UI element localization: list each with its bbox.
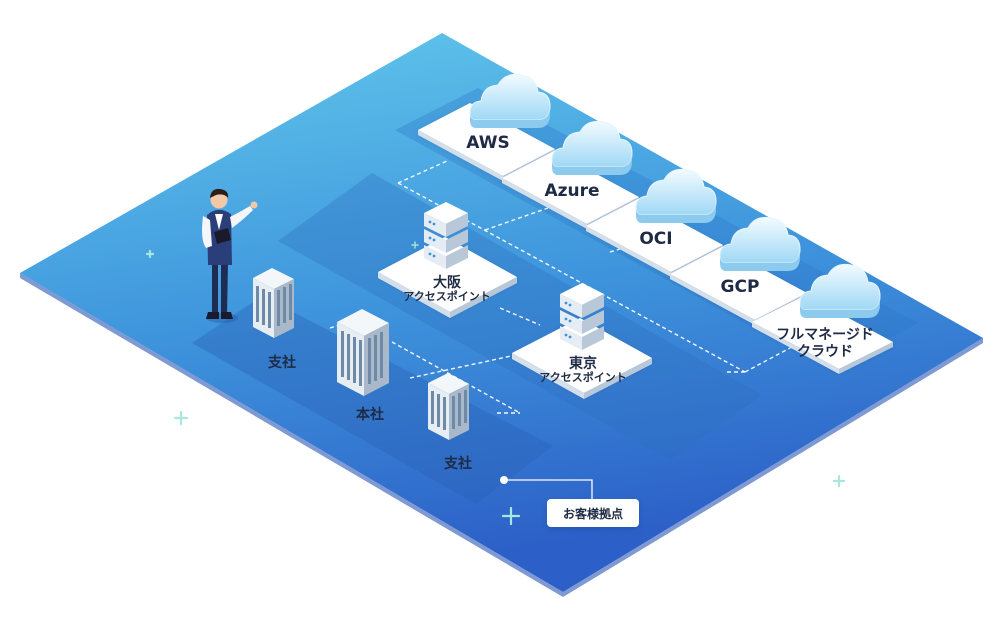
building-branch-right: 支社	[428, 373, 472, 472]
cloud-label-aws: AWS	[466, 133, 509, 153]
customer-zone	[192, 296, 553, 504]
callout-label: お客様拠点	[563, 506, 623, 521]
cloud-label-oci: OCI	[639, 229, 672, 249]
site-label-head-office: 本社	[356, 406, 384, 423]
sparkle-decorations	[145, 241, 846, 526]
cloud-label-managed-1: フルマネージド	[776, 327, 874, 343]
building-branch-left: 支社	[253, 268, 296, 371]
customer-site-callout: お客様拠点	[500, 476, 639, 527]
access-point-name-tokyo: 東京	[569, 355, 597, 372]
cloud-label-gcp: GCP	[721, 277, 760, 297]
access-point-tokyo: 東京 アクセスポイント	[512, 283, 652, 399]
server-icon	[424, 202, 468, 269]
site-label-branch-left: 支社	[267, 354, 296, 371]
building-head-office: 本社	[337, 309, 389, 423]
server-icon	[560, 283, 604, 350]
site-label-branch-right: 支社	[443, 455, 472, 472]
access-point-sub-osaka: アクセスポイント	[403, 289, 490, 303]
person-figure	[202, 188, 258, 323]
access-point-osaka: 大阪 アクセスポイント	[378, 202, 517, 318]
iso-floor	[20, 33, 983, 592]
cloud-label-azure: Azure	[544, 181, 599, 201]
cloud-label-managed-2: クラウド	[797, 344, 853, 360]
cloud-managed: フルマネージド クラウド	[752, 263, 893, 374]
access-point-sub-tokyo: アクセスポイント	[539, 370, 626, 384]
access-point-name-osaka: 大阪	[433, 274, 462, 291]
